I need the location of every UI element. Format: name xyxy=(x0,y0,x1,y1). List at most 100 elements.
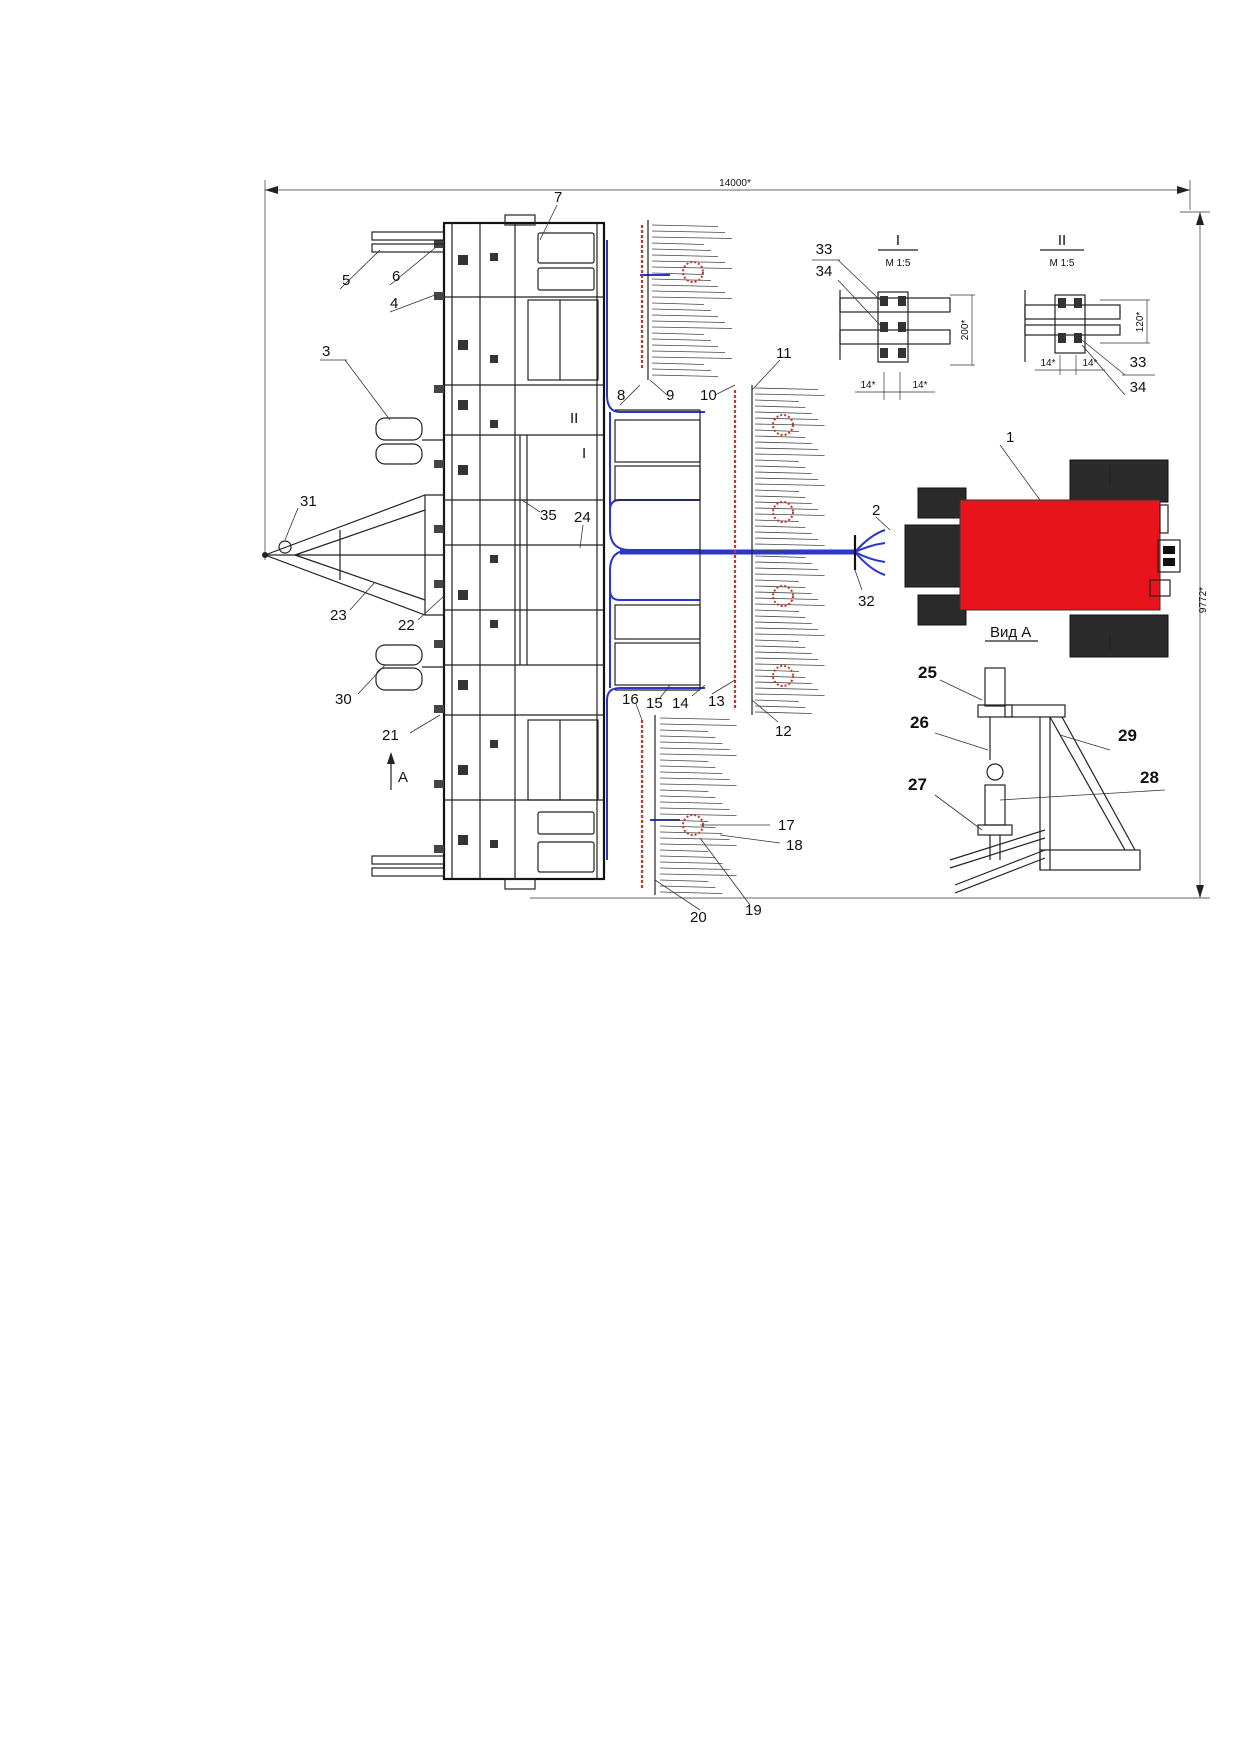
tine xyxy=(754,651,812,654)
tine xyxy=(754,507,819,510)
tine xyxy=(754,621,812,624)
arrow-a-label: А xyxy=(398,769,408,786)
overall-height-dimension: 9772* xyxy=(530,211,1210,899)
tine xyxy=(659,813,737,816)
tine xyxy=(651,290,726,293)
tine xyxy=(659,723,737,726)
overall-height-value: 9772* xyxy=(1198,587,1209,613)
hydraulic-lines xyxy=(606,240,886,860)
detail-I: I М 1:5 200* 14* 14* 33 34 xyxy=(812,232,975,400)
tine xyxy=(754,453,825,456)
view-a-detail: Вид А xyxy=(949,624,1166,894)
tine xyxy=(651,236,733,239)
tine xyxy=(659,765,716,768)
tine xyxy=(659,825,716,828)
callout-8: 8 xyxy=(617,387,625,404)
callout-34-detail-II: 34 xyxy=(1130,379,1147,396)
tine xyxy=(754,537,819,540)
callout-14: 14 xyxy=(672,695,689,712)
callout-21: 21 xyxy=(382,727,399,744)
tine xyxy=(651,284,719,287)
tine xyxy=(754,471,812,474)
tine xyxy=(754,531,812,534)
callout-4: 4 xyxy=(390,295,398,312)
tine xyxy=(754,447,819,450)
callout-10: 10 xyxy=(700,387,717,404)
tine xyxy=(659,801,723,804)
detail-I-offset-left: 14* xyxy=(860,380,875,391)
tine xyxy=(754,423,825,426)
tine xyxy=(659,879,709,882)
tine xyxy=(754,603,825,606)
detail-II: II М 1:5 120* 14* 14* 33 34 xyxy=(1024,232,1155,396)
callout-15: 15 xyxy=(646,695,663,712)
tine xyxy=(754,615,806,618)
callout-30: 30 xyxy=(335,691,352,708)
tine xyxy=(651,242,704,245)
tine xyxy=(754,549,800,552)
tine xyxy=(651,296,733,299)
tractor-body xyxy=(959,499,1161,611)
tine xyxy=(651,368,711,371)
tine xyxy=(659,783,737,786)
section-marks: II I xyxy=(570,410,586,462)
callout-6: 6 xyxy=(392,268,400,285)
tine xyxy=(659,729,709,732)
callout-1: 1 xyxy=(1006,429,1014,446)
detail-I-offset-right: 14* xyxy=(912,380,927,391)
tine xyxy=(754,483,825,486)
callout-32: 32 xyxy=(858,593,875,610)
tine xyxy=(754,495,806,498)
tine xyxy=(754,417,819,420)
tine xyxy=(659,759,709,762)
tine xyxy=(659,867,730,870)
tine xyxy=(651,254,719,257)
callout-19: 19 xyxy=(745,902,762,919)
tine xyxy=(754,513,825,516)
tine xyxy=(651,260,726,263)
tine xyxy=(754,609,800,612)
tine xyxy=(659,717,730,720)
tine xyxy=(651,266,733,269)
overall-width-value: 14000* xyxy=(719,178,751,189)
detail-I-pitch: 200* xyxy=(960,320,971,341)
tine xyxy=(754,393,825,396)
tractor xyxy=(904,459,1181,658)
callout-27: 27 xyxy=(908,775,927,794)
tine xyxy=(754,633,825,636)
tine xyxy=(754,465,806,468)
tine xyxy=(651,362,704,365)
tine xyxy=(651,278,711,281)
main-frame xyxy=(442,221,606,881)
callout-7: 7 xyxy=(554,189,562,206)
transport-wheels xyxy=(375,417,444,691)
tine xyxy=(754,489,800,492)
tine xyxy=(651,356,733,359)
tine xyxy=(651,224,719,227)
callout-28: 28 xyxy=(1140,768,1159,787)
section-mark-I: I xyxy=(582,445,586,462)
view-a-label: Вид А xyxy=(990,624,1031,641)
tine xyxy=(659,885,716,888)
tine xyxy=(659,831,723,834)
frame-bolts xyxy=(434,214,536,890)
tine xyxy=(651,338,711,341)
tine xyxy=(754,387,819,390)
tine xyxy=(754,459,800,462)
tine xyxy=(754,411,812,414)
tine xyxy=(659,843,737,846)
callout-11: 11 xyxy=(776,345,792,362)
tine xyxy=(754,543,825,546)
callout-12: 12 xyxy=(775,723,792,740)
outboard-arms xyxy=(371,231,445,877)
callout-23: 23 xyxy=(330,607,347,624)
tine xyxy=(754,675,806,678)
tine xyxy=(651,308,711,311)
tine xyxy=(754,597,819,600)
tine xyxy=(754,645,806,648)
tine xyxy=(659,861,723,864)
tine xyxy=(754,405,806,408)
tine xyxy=(659,855,716,858)
tine xyxy=(651,302,704,305)
